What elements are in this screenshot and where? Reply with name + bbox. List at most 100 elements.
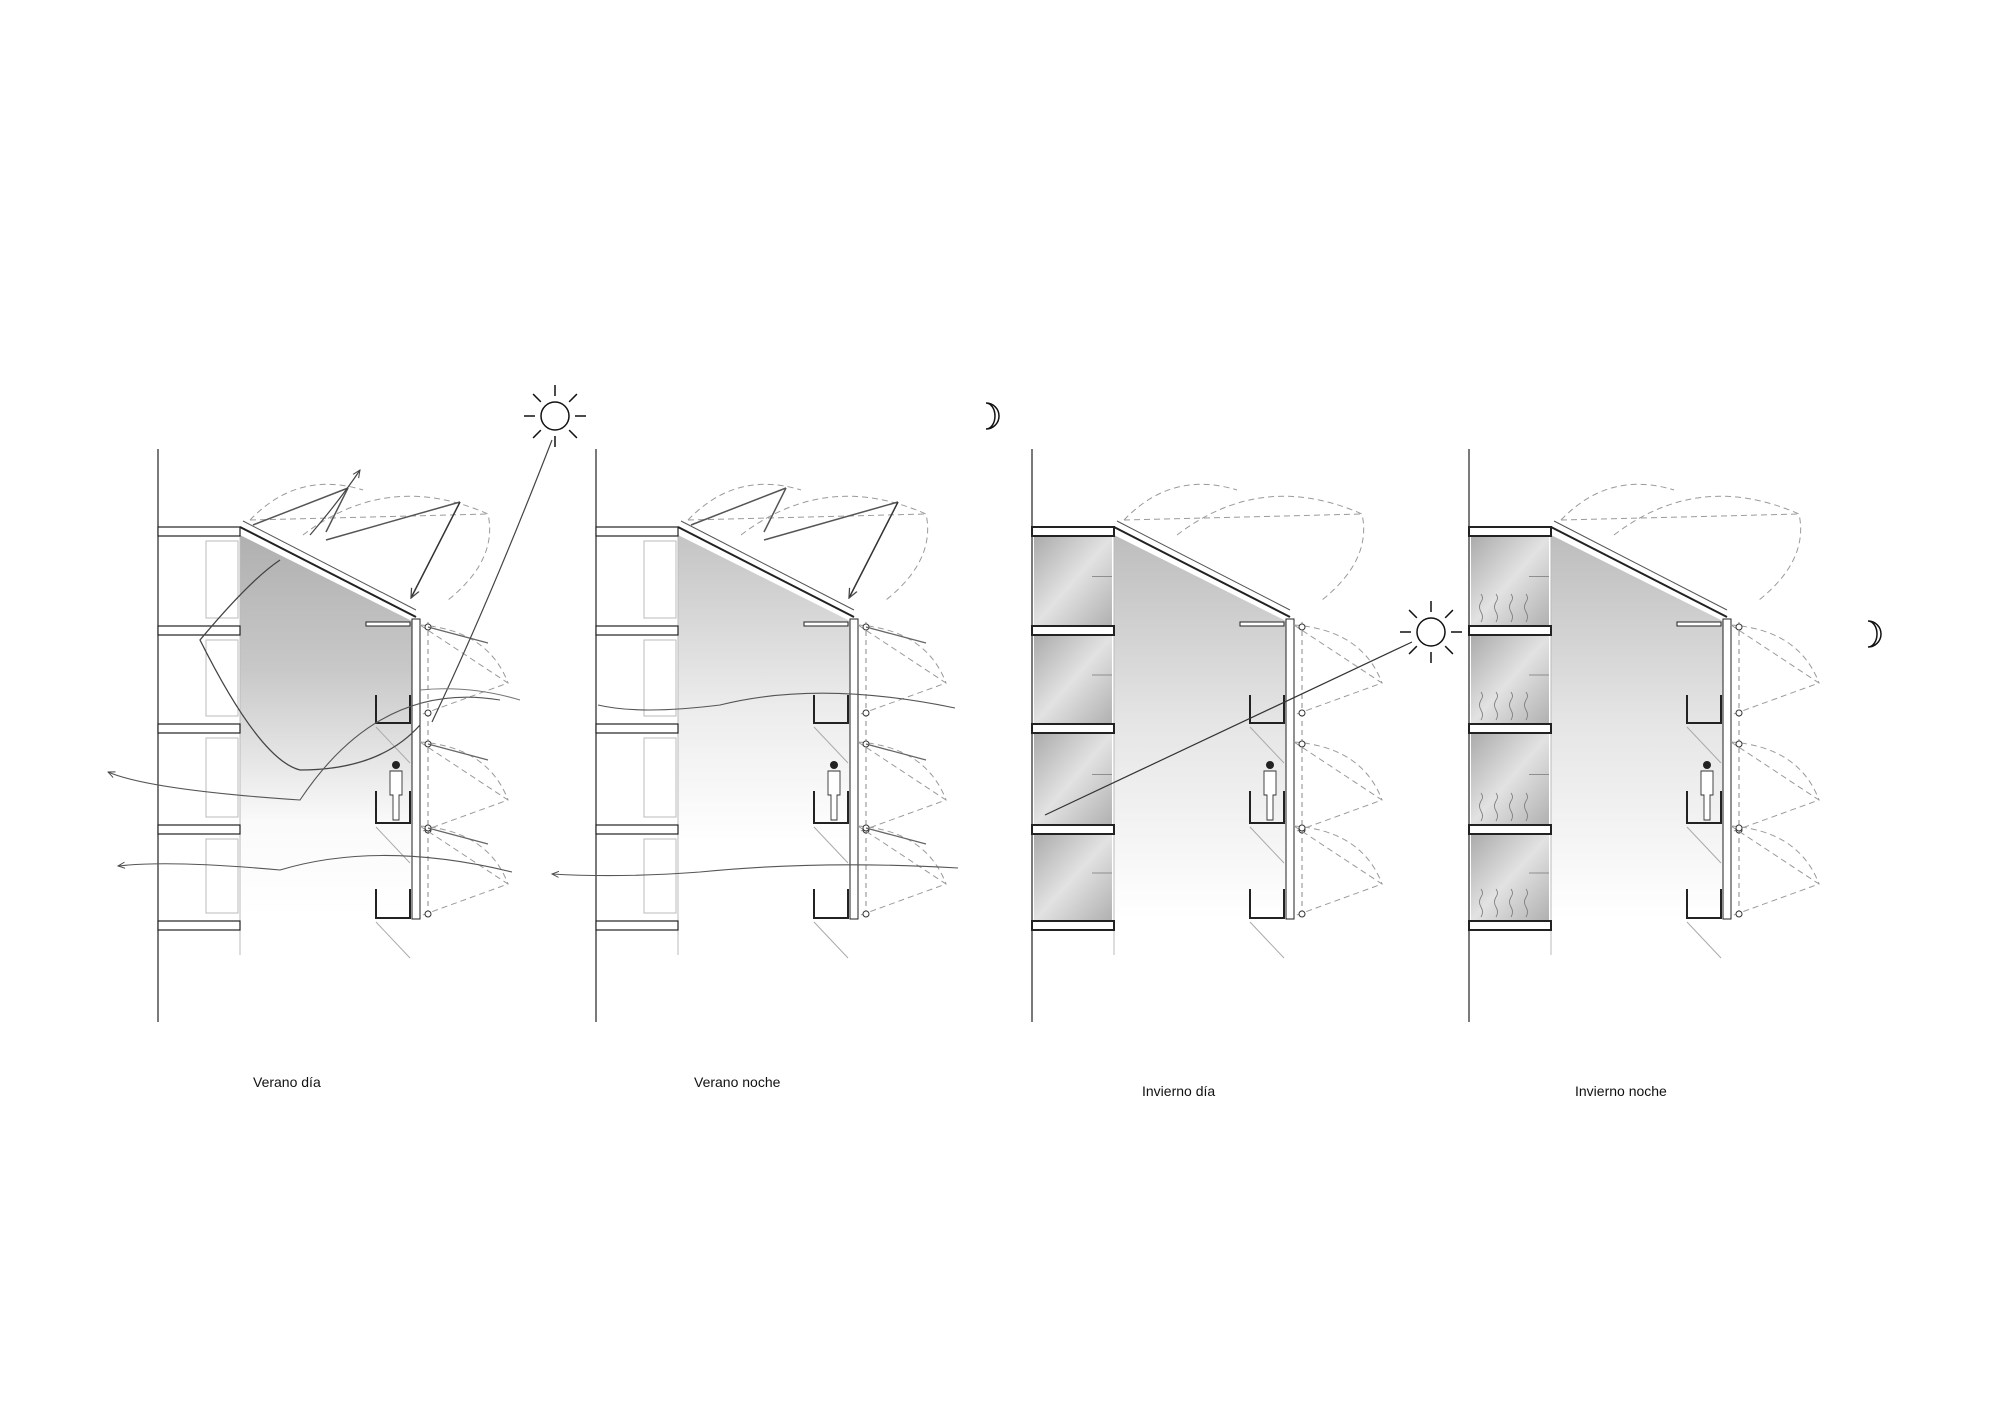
section-summer-night [595,449,948,1022]
facade-panel-arc [1730,624,1820,684]
floor-slab [595,526,679,537]
heat-wave-icon [1494,888,1498,918]
open-roof-panel [252,487,349,526]
balcony-shadow-line [813,921,849,959]
floor-slab [1468,723,1552,734]
panel-label-winter-day: Invierno día [1142,1083,1216,1099]
sloped-glass-roof [1113,526,1291,618]
floor-slab [1468,625,1552,636]
hinge-icon [1298,910,1306,918]
balcony-ledge [803,621,849,627]
balcony-shadow-line [813,826,849,864]
hinge-icon [1298,740,1306,748]
open-facade-panel [427,626,489,644]
heat-wave-icon [1509,691,1513,721]
open-facade-panel [865,626,927,644]
sun-ray [532,429,542,439]
floor-slab [157,625,241,636]
balcony [813,791,849,824]
floor-slab [595,824,679,835]
atrium-air-volume [678,535,850,918]
moon-icon [985,402,1000,430]
heated-room [1034,636,1112,724]
open-roof-panel-strut [325,487,349,533]
heated-room [1034,537,1112,626]
roof-panel [242,520,417,611]
heated-room [1034,734,1112,825]
heat-wave-icon [1479,792,1483,822]
sun-disc [540,401,570,431]
hinge-icon [1735,709,1743,717]
balcony-ledge [1239,621,1285,627]
heat-wave-icon [1494,792,1498,822]
hinge-icon [862,709,870,717]
atrium-air-volume [1551,535,1723,918]
heated-room [1034,835,1112,921]
person-head [830,761,838,769]
floor-slab [157,723,241,734]
hinge-icon [1735,910,1743,918]
open-facade-panel [865,743,927,761]
night-airflow-line [552,864,959,876]
heat-wave-icon [1494,593,1498,623]
balcony [375,889,411,919]
section-winter-night [1468,449,1821,1022]
hinge-icon [1735,824,1743,832]
heat-wave-icon [1479,691,1483,721]
facade-panel-arc [1293,741,1383,801]
sun-disc [1416,617,1446,647]
balcony-shadow-line [1249,921,1285,959]
open-roof-panel [690,487,787,526]
hinge-icon [424,709,432,717]
floor-slab [1031,920,1115,931]
sun-ray [1444,645,1454,655]
balcony-shadow-line [375,826,411,864]
balcony [1249,889,1285,919]
balcony [1686,889,1722,919]
facade-panel-swing [1730,624,1821,716]
sun-icon [524,385,586,447]
heated-room [1471,835,1549,921]
outer-glass-facade [1722,618,1732,920]
window-frame [205,639,239,717]
roof-panel-swing-arc [740,495,929,601]
sun-ray [1408,609,1418,619]
balcony-shadow-line [1249,826,1285,864]
cross-ventilation-arrow [118,854,513,873]
facade-panel-swing [1730,825,1821,917]
roof-panel-swing-arc [1613,495,1802,601]
sunlight-ray [1044,641,1413,816]
hinge-icon [1298,824,1306,832]
sun-ray [1444,609,1454,619]
heat-wave-icon [1524,888,1528,918]
floor-slab [1031,723,1115,734]
outer-glass-facade [1285,618,1295,920]
balcony [1249,791,1285,824]
balcony-shadow-line [375,726,411,764]
facade-panel-swing [419,741,510,833]
balcony-shadow-line [1249,726,1285,764]
balcony [1686,695,1722,724]
sloped-glass-roof [239,526,417,618]
floor-slab [595,723,679,734]
sloped-glass-roof [677,526,855,618]
floor-slab [157,526,241,537]
heat-wave-icon [1479,593,1483,623]
open-facade-panel [865,827,927,845]
hinge-icon [424,910,432,918]
facade-panel-arc [419,741,509,801]
balcony [1249,695,1285,724]
facade-panel-arc [1730,741,1820,801]
outer-glass-facade [411,618,421,920]
atrium-air-volume [240,535,412,918]
hinge-icon [862,910,870,918]
air-loop [199,559,421,771]
sun-ray [568,429,578,439]
floor-slab [1468,526,1552,537]
heat-wave-icon [1494,691,1498,721]
heat-wave-icon [1479,888,1483,918]
roof-panel-swing-arc [302,495,491,601]
balcony-shadow-line [1686,726,1722,764]
